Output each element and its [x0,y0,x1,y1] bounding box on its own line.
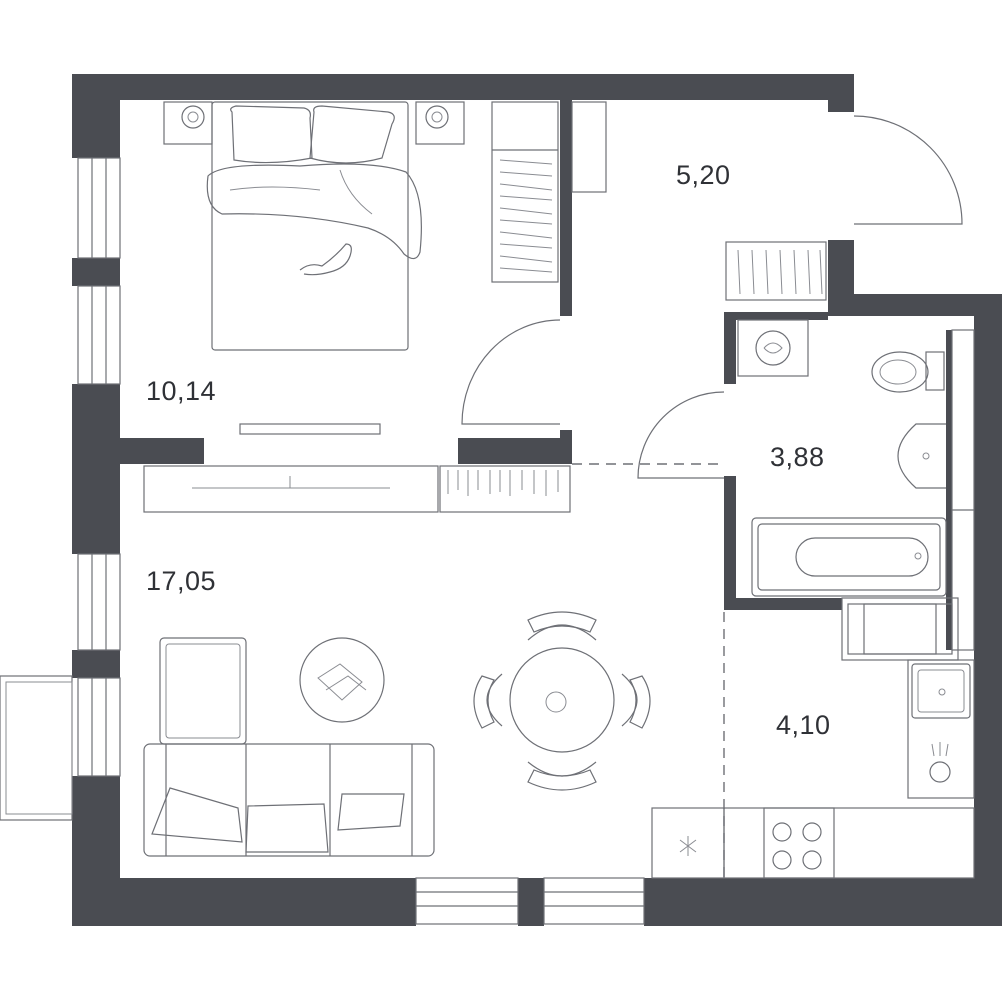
wall-bed-living-1 [120,438,204,464]
walls [72,74,1002,926]
kitchen-furniture [651,597,975,879]
doors [461,115,963,878]
bathroom-fixtures [737,319,975,651]
wall-bath-west [724,476,736,610]
dining-table [509,647,615,753]
wall-left-top [72,74,120,158]
window-bottom-1 [415,877,519,925]
wall-bath-east-inner [946,330,952,650]
spark-icon [679,836,697,856]
windows [77,157,645,925]
wall-bath-south [724,598,842,610]
hall-wardrobe [725,241,827,301]
toilet-tank [925,351,945,391]
chair-left [486,673,503,727]
chair-top [527,624,597,641]
bathtub-basin [795,537,929,577]
tv-bedroom [239,423,381,435]
area-hall: 5,20 [676,160,731,190]
area-bedroom: 10,14 [146,376,216,406]
bath-shelf [951,329,975,651]
pillow-left [230,105,313,164]
wall-bottom-mid [518,878,544,926]
stove [763,807,835,879]
balcony-outer [0,675,73,821]
bedroom-door [461,319,561,425]
wall-left-mid3 [72,650,120,678]
window-bedroom-2 [77,285,121,385]
shelf [571,101,607,193]
sink [897,423,946,489]
bookshelf [439,465,571,513]
wall-left-mid2 [72,384,120,554]
wall-top [72,74,848,100]
bathroom-door [637,391,725,479]
wall-bottom-left [72,878,416,926]
sofa [143,743,435,857]
wall-bath-north [724,312,828,320]
pillow-right [309,105,395,164]
tv-cabinet [143,465,439,513]
faucet-icon [929,761,951,783]
chair-bottom [527,761,597,777]
burner-4-icon [802,850,822,870]
window-living-1 [77,553,121,651]
window-living-2 [77,677,121,777]
hall-furniture [725,241,827,301]
kitchen-sink [911,663,971,719]
wall-bed-stub [560,430,572,464]
fridge [841,597,959,661]
chair-right [621,673,638,727]
flower-icon [545,691,567,713]
magazines-icon [317,663,367,701]
area-labels: 10,14 5,20 3,88 17,05 4,10 [146,160,831,740]
bathtub [751,517,947,597]
area-living: 17,05 [146,566,216,596]
bedroom-furniture [163,101,607,435]
washing-machine [737,319,809,377]
wall-entry-top [828,74,854,112]
lamp-right-icon [425,105,449,129]
kitchen-counter [907,659,975,799]
wall-right [974,294,1002,926]
wall-hall-east [828,240,854,316]
area-kitchen: 4,10 [776,710,831,740]
wall-bath-west-top [724,312,736,384]
window-bottom-2 [543,877,645,925]
wardrobe [491,101,559,283]
entrance-door [853,115,963,225]
coffee-table [299,637,385,723]
wall-bedroom-east [560,100,572,316]
bed [211,101,409,351]
wall-left-mid1 [72,258,120,286]
sofa-pillow [337,793,405,831]
sofa-cushion-1 [151,787,243,843]
burner-3-icon [772,850,792,870]
blanket [206,163,422,260]
kitchen-worktop [723,807,975,879]
armchair [159,637,247,745]
burner-1-icon [772,822,792,842]
washer-drum-icon [755,330,791,366]
cat-icon [299,243,352,276]
wall-bed-living-2 [458,438,572,464]
window-bedroom-1 [77,157,121,259]
burner-2-icon [802,822,822,842]
sofa-cushion-2 [245,803,329,853]
area-bathroom: 3,88 [770,442,825,472]
living-furniture [143,465,651,857]
nightstand-left [163,101,213,145]
wall-right-top [828,294,1002,316]
lamp-left-icon [181,105,205,129]
tv-living [192,476,390,489]
balcony-inner [5,681,73,815]
balcony [0,675,73,821]
nightstand-right [415,101,465,145]
toilet-bowl [871,351,929,393]
wall-bottom-right [644,878,1002,926]
